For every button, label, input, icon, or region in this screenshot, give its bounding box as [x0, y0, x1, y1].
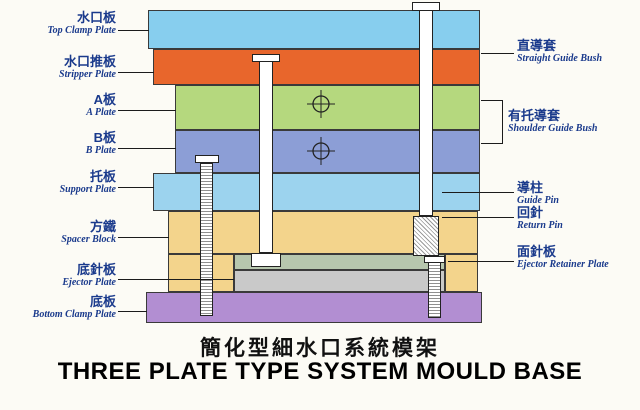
plate-ejector	[234, 270, 445, 292]
label-guide-pin-zh: 導柱	[517, 180, 544, 195]
label-bottom-clamp-plate-zh: 底板	[89, 294, 116, 309]
crosshair-icon	[307, 90, 335, 118]
label-stripper-plate-en: Stripper Plate	[59, 69, 116, 80]
leader-line-support	[118, 187, 154, 188]
ejector-rod-shaft	[200, 163, 213, 316]
crosshair-icon	[307, 137, 335, 165]
spacer-block-right	[445, 254, 478, 292]
label-straight-guide-bush-en: Straight Guide Bush	[517, 53, 603, 64]
label-return-pin: 回針 Return Pin	[517, 205, 563, 232]
label-straight-guide-bush: 直導套 Straight Guide Bush	[517, 38, 602, 65]
leader-line-ejector-plate	[118, 279, 234, 280]
label-b-plate: B板 B Plate	[2, 130, 116, 157]
label-return-pin-zh: 回針	[517, 205, 544, 220]
leader-line-guide-pin	[442, 192, 514, 193]
label-guide-pin-en: Guide Pin	[517, 195, 559, 206]
label-b-plate-zh: B板	[93, 130, 116, 145]
return-pin-shaft	[428, 262, 441, 318]
label-shoulder-guide-bush: 有托導套 Shoulder Guide Bush	[508, 108, 597, 135]
leader-line-straight-bush	[481, 53, 514, 54]
label-guide-pin: 導柱 Guide Pin	[517, 180, 559, 207]
bracket-bottom-shoulder-bush	[481, 143, 502, 144]
label-ejector-retainer-plate: 面針板 Ejector Retainer Plate	[517, 244, 609, 271]
ejector-rod-cap	[195, 155, 219, 163]
leader-line-bottom-clamp	[118, 311, 147, 312]
leader-line-top-clamp	[118, 30, 149, 31]
label-ejector-plate-en: Ejector Plate	[62, 277, 116, 288]
label-b-plate-en: B Plate	[85, 145, 116, 156]
label-top-clamp-plate-zh: 水口板	[76, 10, 116, 25]
label-a-plate-en: A Plate	[86, 107, 116, 118]
label-top-clamp-plate: 水口板 Top Clamp Plate	[2, 10, 116, 37]
label-support-plate: 托板 Support Plate	[2, 169, 116, 196]
label-ejector-plate: 底針板 Ejector Plate	[2, 262, 116, 289]
label-bottom-clamp-plate: 底板 Bottom Clamp Plate	[2, 294, 116, 321]
leader-line-spacer	[118, 237, 169, 238]
label-a-plate: A板 A Plate	[2, 92, 116, 119]
label-shoulder-guide-bush-en: Shoulder Guide Bush	[508, 123, 598, 134]
guide-pin-shoulder	[413, 216, 439, 256]
label-straight-guide-bush-zh: 直導套	[517, 38, 557, 53]
label-ejector-retainer-plate-zh: 面針板	[517, 244, 557, 259]
label-shoulder-guide-bush-zh: 有托導套	[508, 108, 561, 123]
center-pin-shaft	[259, 61, 273, 253]
guide-pin-shaft	[419, 10, 433, 216]
bracket-vertical-shoulder-bush	[502, 100, 503, 144]
label-spacer-block-en: Spacer Block	[61, 234, 116, 245]
label-spacer-block: 方鐵 Spacer Block	[2, 219, 116, 246]
label-bottom-clamp-plate-en: Bottom Clamp Plate	[32, 309, 116, 320]
diagram-title-chinese: 簡化型細水口系統模架	[200, 337, 440, 360]
center-pin-foot	[251, 253, 281, 267]
leader-line-ejector-retainer	[448, 261, 514, 262]
label-support-plate-en: Support Plate	[59, 184, 116, 195]
label-support-plate-zh: 托板	[89, 169, 116, 184]
leader-line-stripper	[118, 72, 154, 73]
label-spacer-block-zh: 方鐵	[89, 219, 116, 234]
label-a-plate-zh: A板	[93, 92, 116, 107]
bracket-top-shoulder-bush	[481, 100, 502, 101]
label-stripper-plate-zh: 水口推板	[63, 54, 116, 69]
leader-line-b-plate	[118, 148, 176, 149]
label-top-clamp-plate-en: Top Clamp Plate	[47, 25, 116, 36]
label-ejector-retainer-plate-en: Ejector Retainer Plate	[517, 259, 609, 270]
label-ejector-plate-zh: 底針板	[76, 262, 116, 277]
diagram-title-english: THREE PLATE TYPE SYSTEM MOULD BASE	[57, 358, 583, 385]
label-stripper-plate: 水口推板 Stripper Plate	[2, 54, 116, 81]
label-return-pin-en: Return Pin	[517, 220, 563, 231]
leader-line-return-pin	[442, 217, 514, 218]
leader-line-a-plate	[118, 110, 176, 111]
